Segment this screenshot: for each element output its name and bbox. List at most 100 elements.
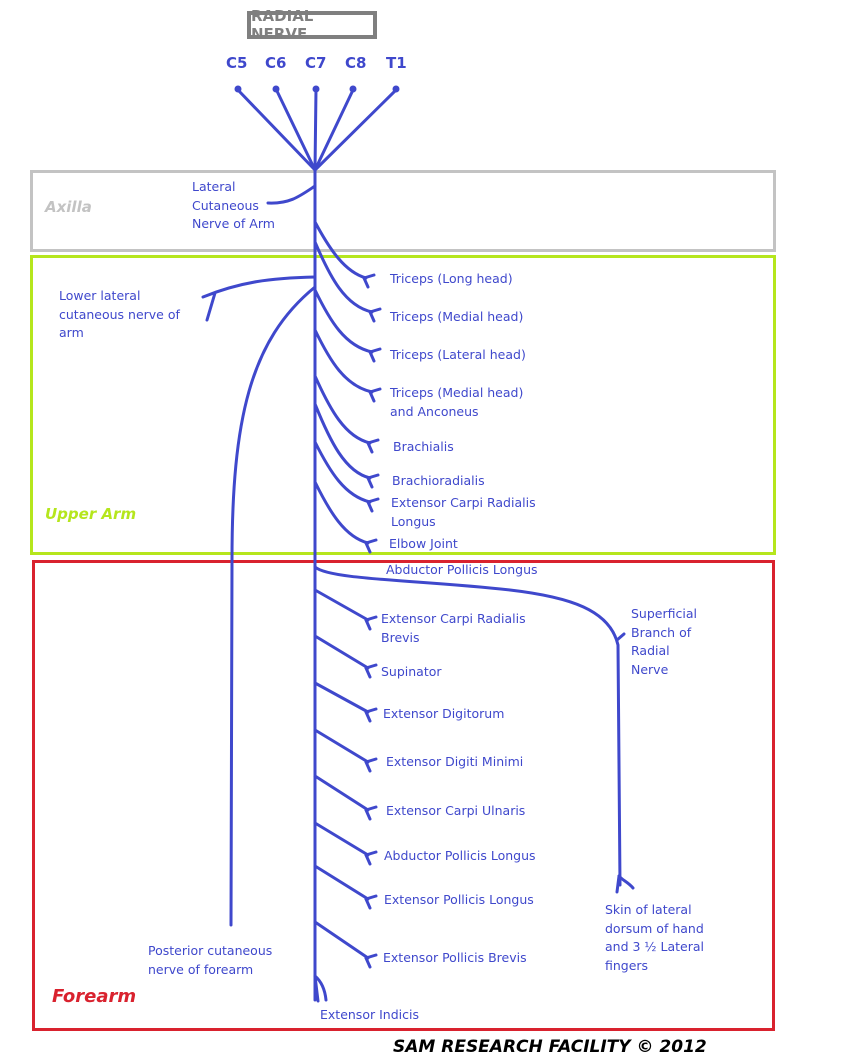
muscle-branch-fork	[364, 953, 378, 960]
muscle-branch-fork	[364, 538, 378, 545]
root-line-t1	[313, 88, 398, 172]
muscle-branch-fork	[364, 760, 372, 773]
root-label-c7: C7	[305, 54, 327, 72]
muscle-branch-line	[313, 374, 372, 445]
muscle-label: Triceps (Medial head)	[390, 309, 524, 324]
muscle-label: Triceps (Lateral head)	[390, 347, 526, 362]
muscle-branch-fork	[364, 805, 378, 812]
label-superficial-branch: Superficial Branch of Radial Nerve	[631, 606, 697, 677]
extensor-indicis-fork-left	[313, 974, 320, 1003]
muscle-branch-line	[313, 480, 370, 545]
muscle-branch-fork	[368, 347, 382, 354]
muscle-branch-line	[313, 728, 370, 764]
muscle-branch-line	[313, 864, 370, 901]
label-posterior-cutaneous-nerve-of-forearm: Posterior cutaneous nerve of forearm	[148, 943, 273, 977]
muscle-label: Extensor Indicis	[320, 1007, 419, 1022]
muscle-label: Brachialis	[393, 439, 454, 454]
label-lateral-cutaneous-nerve-of-arm: Lateral Cutaneous Nerve of Arm	[192, 179, 275, 231]
muscle-branch-fork	[364, 663, 378, 670]
root-dot-c7	[312, 85, 320, 93]
posterior-cutaneous-branch	[229, 285, 317, 927]
root-label-c8: C8	[345, 54, 367, 72]
muscle-branch-line	[313, 588, 370, 622]
root-line-c8	[313, 88, 355, 172]
copyright-footer: SAM RESEARCH FACILITY © 2012	[393, 1037, 707, 1057]
muscle-branch-line	[313, 240, 374, 314]
muscle-branch-line	[313, 774, 370, 812]
region-label-upper-arm: Upper Arm	[45, 505, 137, 523]
muscle-label: Supinator	[381, 664, 442, 679]
lower-lateral-cutaneous-fork	[205, 291, 217, 322]
muscle-branch-fork	[362, 273, 376, 280]
muscle-branch-fork	[368, 350, 376, 363]
muscle-branch-fork	[364, 894, 378, 901]
muscle-branch-line	[313, 634, 370, 670]
muscle-branch-line	[313, 920, 370, 960]
muscle-branch-fork	[366, 473, 380, 480]
root-label-c5: C5	[226, 54, 248, 72]
region-label-forearm: Forearm	[52, 986, 137, 1007]
root-label-t1: T1	[386, 54, 407, 72]
upper-arm-branches	[313, 220, 382, 554]
muscle-branch-line	[313, 440, 372, 504]
superficial-branch-tick	[615, 632, 626, 642]
root-dot-c6	[272, 85, 280, 93]
muscle-branch-line	[313, 328, 374, 394]
muscle-branch-fork	[364, 853, 372, 866]
muscle-branch-fork	[364, 757, 378, 764]
muscle-branch-fork	[366, 500, 374, 513]
muscle-label: Extensor Digiti Minimi	[386, 754, 524, 769]
muscle-branch-fork	[368, 307, 382, 314]
muscle-branch-line	[313, 220, 368, 280]
lateral-cutaneous-branch	[266, 184, 317, 205]
root-line-c7	[313, 87, 318, 172]
root-line-c5	[236, 88, 317, 172]
muscle-label: Triceps (Long head)	[390, 271, 513, 286]
muscle-branch-fork	[364, 808, 372, 821]
label-skin-dorsum-hand: Skin of lateral dorsum of hand and 3 ½ L…	[605, 902, 704, 973]
muscle-branch-line	[313, 402, 372, 480]
muscle-branch-fork	[364, 710, 372, 723]
lower-lateral-cutaneous-branch	[201, 275, 317, 299]
muscle-label: Triceps (Medial head)and Anconeus	[390, 385, 524, 419]
muscle-label: Extensor Pollicis Brevis	[383, 950, 527, 965]
muscle-branch-fork	[368, 310, 376, 323]
region-label-axilla: Axilla	[45, 198, 92, 216]
muscle-branch-fork	[364, 850, 378, 857]
muscle-branch-fork	[366, 438, 380, 445]
root-dot-t1	[392, 85, 400, 93]
muscle-branch-fork	[364, 897, 372, 910]
root-lines	[236, 87, 398, 172]
muscle-branch-fork	[364, 707, 378, 714]
muscle-branch-fork	[366, 476, 374, 489]
muscle-branch-line	[313, 821, 370, 857]
muscle-branch-fork	[368, 387, 382, 394]
axilla-region	[30, 170, 776, 252]
forearm-branches	[313, 588, 378, 969]
muscle-branch-fork	[364, 615, 378, 622]
root-dot-c5	[234, 85, 242, 93]
root-dot-c8	[349, 85, 357, 93]
muscle-label: Elbow Joint	[389, 536, 458, 551]
muscle-branch-fork	[364, 666, 372, 679]
muscle-branch-fork	[368, 390, 376, 403]
muscle-label: Extensor Pollicis Longus	[384, 892, 534, 907]
muscle-branch-fork	[362, 276, 370, 289]
muscle-branch-fork	[364, 541, 372, 554]
muscle-label: Brachioradialis	[392, 473, 485, 488]
muscle-branch-fork	[364, 956, 372, 969]
upper-arm-region	[30, 255, 776, 555]
forearm-region	[32, 560, 775, 1031]
label-lower-lateral-cutaneous-nerve: Lower lateral cutaneous nerve of arm	[59, 288, 180, 340]
muscle-label: Extensor Carpi Ulnaris	[386, 803, 526, 818]
superficial-branch-fork-left	[615, 874, 621, 894]
page-title: RADIAL NERVE	[251, 7, 314, 43]
muscle-branch-fork	[366, 497, 380, 504]
title-box: RADIAL NERVE	[247, 7, 377, 43]
muscle-label: Abductor Pollicis Longus	[386, 562, 538, 577]
root-label-c6: C6	[265, 54, 287, 72]
muscle-label: Extensor Digitorum	[383, 706, 505, 721]
